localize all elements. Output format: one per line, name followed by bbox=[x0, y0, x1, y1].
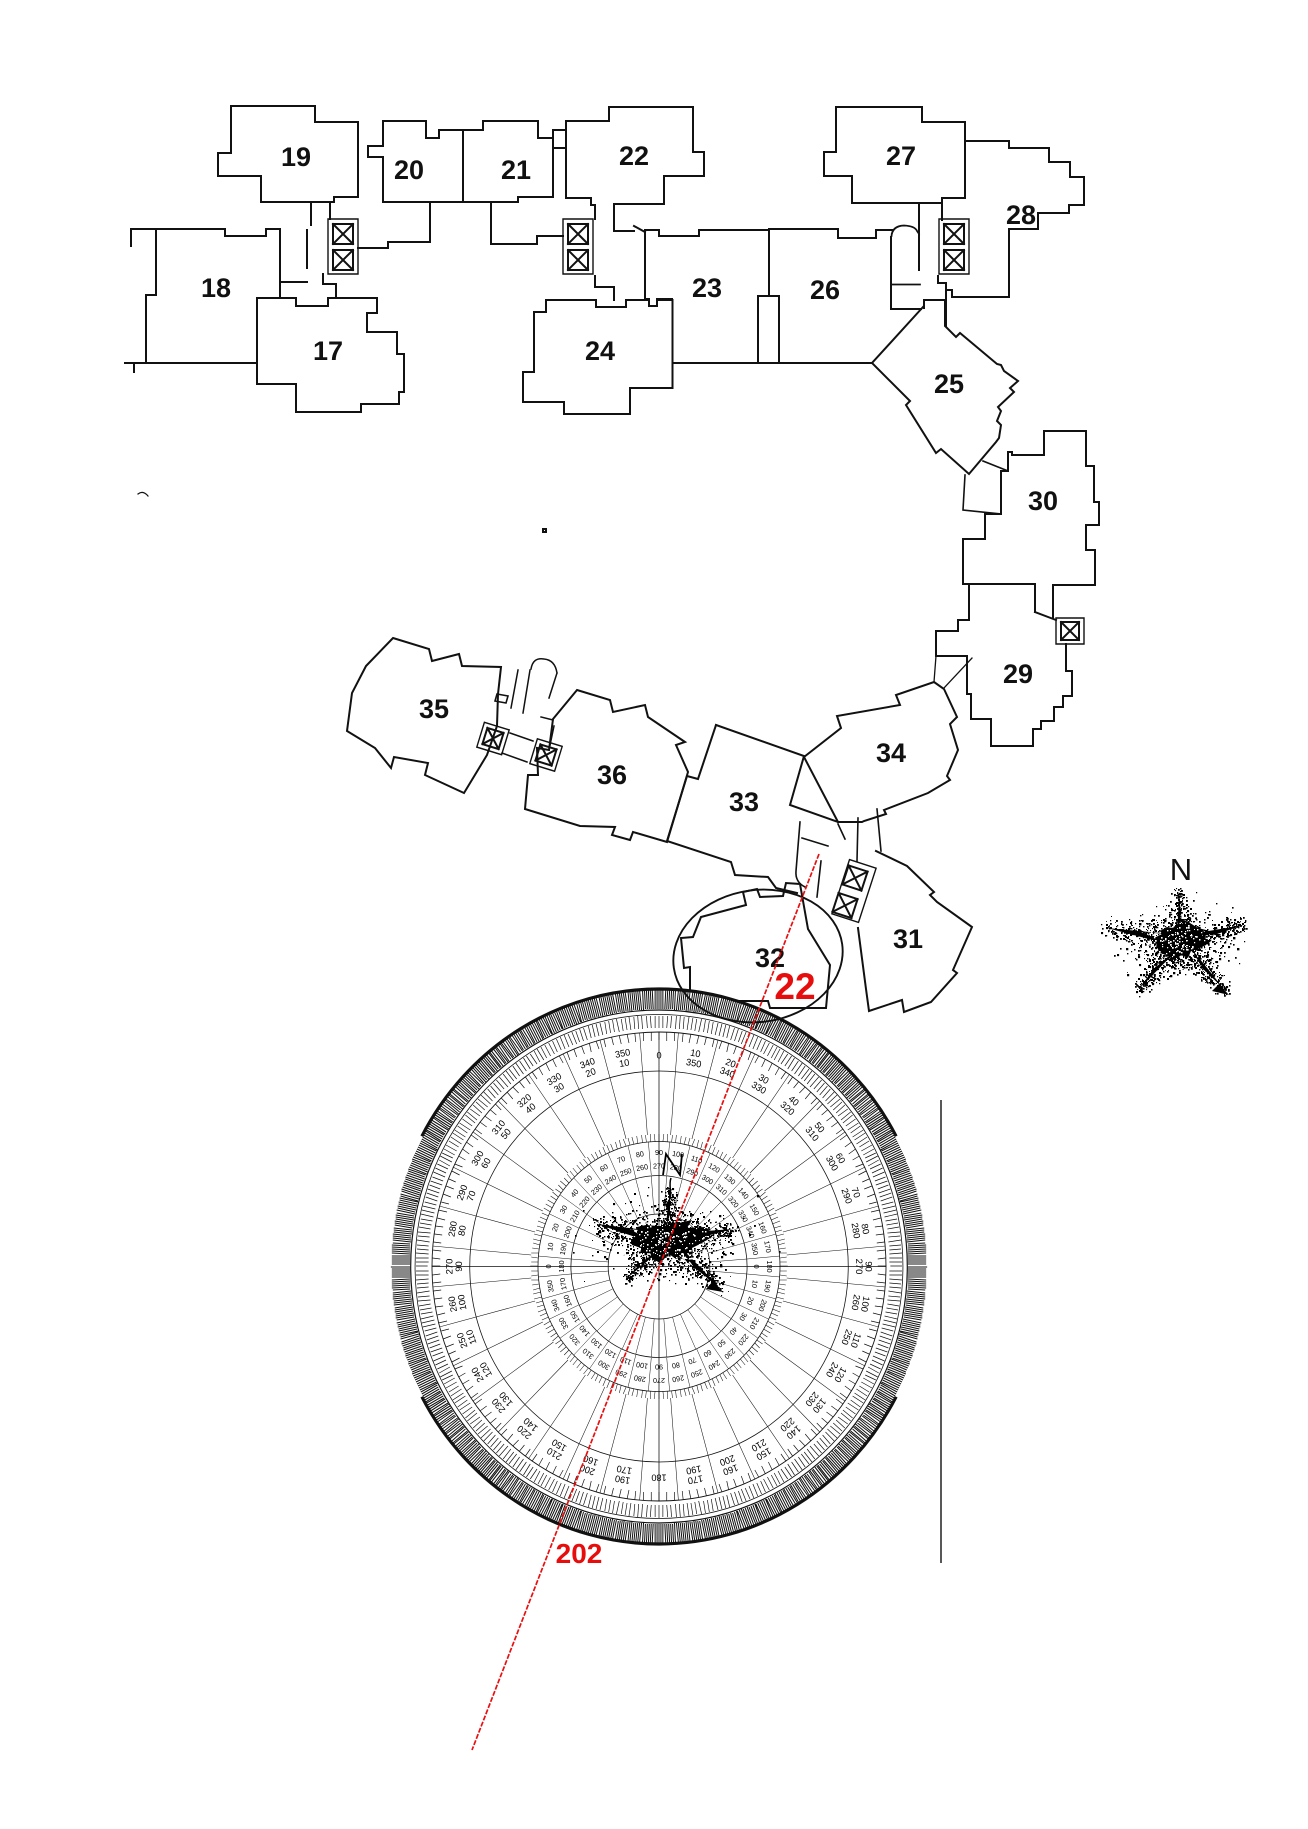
svg-text:21: 21 bbox=[501, 155, 531, 185]
svg-text:33: 33 bbox=[729, 787, 759, 817]
svg-text:350: 350 bbox=[685, 1057, 702, 1070]
svg-text:60: 60 bbox=[834, 1151, 848, 1165]
svg-text:170: 170 bbox=[616, 1463, 633, 1476]
svg-text:70: 70 bbox=[465, 1189, 478, 1202]
svg-text:110: 110 bbox=[619, 1355, 633, 1368]
svg-text:20: 20 bbox=[394, 155, 424, 185]
svg-text:25: 25 bbox=[934, 369, 964, 399]
svg-text:260: 260 bbox=[672, 1373, 685, 1384]
svg-text:250: 250 bbox=[619, 1166, 633, 1179]
svg-text:10: 10 bbox=[689, 1048, 701, 1060]
svg-text:26: 26 bbox=[810, 275, 840, 305]
svg-text:100: 100 bbox=[635, 1360, 648, 1371]
svg-text:190: 190 bbox=[685, 1463, 702, 1476]
svg-text:40: 40 bbox=[569, 1187, 581, 1199]
svg-text:36: 36 bbox=[597, 760, 627, 790]
svg-text:202: 202 bbox=[556, 1538, 603, 1569]
svg-text:260: 260 bbox=[635, 1162, 648, 1173]
svg-text:80: 80 bbox=[860, 1223, 871, 1235]
svg-text:34: 34 bbox=[876, 738, 906, 768]
svg-text:10: 10 bbox=[618, 1057, 630, 1069]
svg-text:70: 70 bbox=[687, 1355, 698, 1366]
svg-text:60: 60 bbox=[479, 1156, 493, 1170]
svg-text:160: 160 bbox=[756, 1220, 768, 1235]
svg-text:20: 20 bbox=[550, 1222, 561, 1233]
svg-text:80: 80 bbox=[457, 1225, 468, 1237]
svg-text:350: 350 bbox=[749, 1242, 760, 1256]
svg-text:18: 18 bbox=[201, 273, 231, 303]
svg-text:31: 31 bbox=[893, 924, 923, 954]
svg-text:N: N bbox=[1170, 852, 1192, 887]
svg-text:30: 30 bbox=[737, 1311, 749, 1323]
svg-text:80: 80 bbox=[635, 1149, 644, 1159]
svg-text:200: 200 bbox=[756, 1298, 768, 1313]
svg-text:35: 35 bbox=[419, 694, 449, 724]
svg-text:70: 70 bbox=[849, 1186, 862, 1199]
svg-text:19: 19 bbox=[281, 142, 311, 172]
svg-text:30: 30 bbox=[1028, 486, 1058, 516]
svg-text:20: 20 bbox=[584, 1066, 597, 1079]
svg-text:170: 170 bbox=[687, 1473, 704, 1486]
svg-text:200: 200 bbox=[561, 1225, 573, 1240]
svg-text:20: 20 bbox=[745, 1295, 756, 1306]
svg-text:40: 40 bbox=[728, 1325, 740, 1337]
svg-text:24: 24 bbox=[585, 336, 615, 366]
svg-text:100: 100 bbox=[859, 1295, 871, 1312]
svg-text:29: 29 bbox=[1003, 659, 1033, 689]
svg-text:17: 17 bbox=[313, 336, 343, 366]
svg-text:22: 22 bbox=[619, 141, 649, 171]
svg-text:350: 350 bbox=[614, 1047, 631, 1060]
svg-text:80: 80 bbox=[671, 1360, 680, 1370]
svg-text:60: 60 bbox=[598, 1162, 609, 1174]
svg-text:260: 260 bbox=[850, 1294, 862, 1311]
svg-text:110: 110 bbox=[849, 1332, 863, 1350]
svg-text:10: 10 bbox=[750, 1279, 760, 1289]
svg-text:20: 20 bbox=[724, 1057, 737, 1070]
svg-text:60: 60 bbox=[702, 1347, 713, 1359]
svg-text:290: 290 bbox=[614, 1367, 628, 1380]
svg-text:22: 22 bbox=[774, 966, 815, 1007]
svg-text:280: 280 bbox=[447, 1220, 459, 1237]
svg-text:260: 260 bbox=[447, 1295, 459, 1312]
svg-text:190: 190 bbox=[762, 1279, 773, 1293]
svg-text:100: 100 bbox=[672, 1149, 685, 1160]
svg-text:30: 30 bbox=[757, 1072, 771, 1086]
svg-text:340: 340 bbox=[549, 1298, 561, 1313]
svg-text:28: 28 bbox=[1006, 200, 1036, 230]
svg-text:170: 170 bbox=[762, 1240, 773, 1254]
svg-text:350: 350 bbox=[545, 1279, 556, 1293]
svg-text:250: 250 bbox=[690, 1367, 704, 1380]
svg-text:27: 27 bbox=[886, 141, 916, 171]
svg-text:110: 110 bbox=[464, 1328, 478, 1346]
svg-text:70: 70 bbox=[616, 1154, 627, 1165]
svg-text:50: 50 bbox=[582, 1173, 594, 1185]
svg-text:160: 160 bbox=[561, 1294, 573, 1309]
svg-text:170: 170 bbox=[558, 1277, 569, 1291]
svg-text:340: 340 bbox=[744, 1225, 756, 1240]
svg-text:100: 100 bbox=[456, 1294, 468, 1311]
svg-text:190: 190 bbox=[558, 1242, 569, 1256]
svg-text:32: 32 bbox=[755, 943, 785, 973]
svg-text:23: 23 bbox=[692, 273, 722, 303]
svg-text:10: 10 bbox=[545, 1242, 555, 1252]
svg-text:280: 280 bbox=[633, 1373, 646, 1384]
svg-text:280: 280 bbox=[850, 1222, 862, 1239]
svg-text:290: 290 bbox=[685, 1166, 699, 1179]
svg-text:50: 50 bbox=[716, 1337, 728, 1349]
svg-text:30: 30 bbox=[558, 1204, 570, 1216]
svg-text:30: 30 bbox=[552, 1081, 566, 1095]
svg-text:190: 190 bbox=[614, 1473, 631, 1486]
